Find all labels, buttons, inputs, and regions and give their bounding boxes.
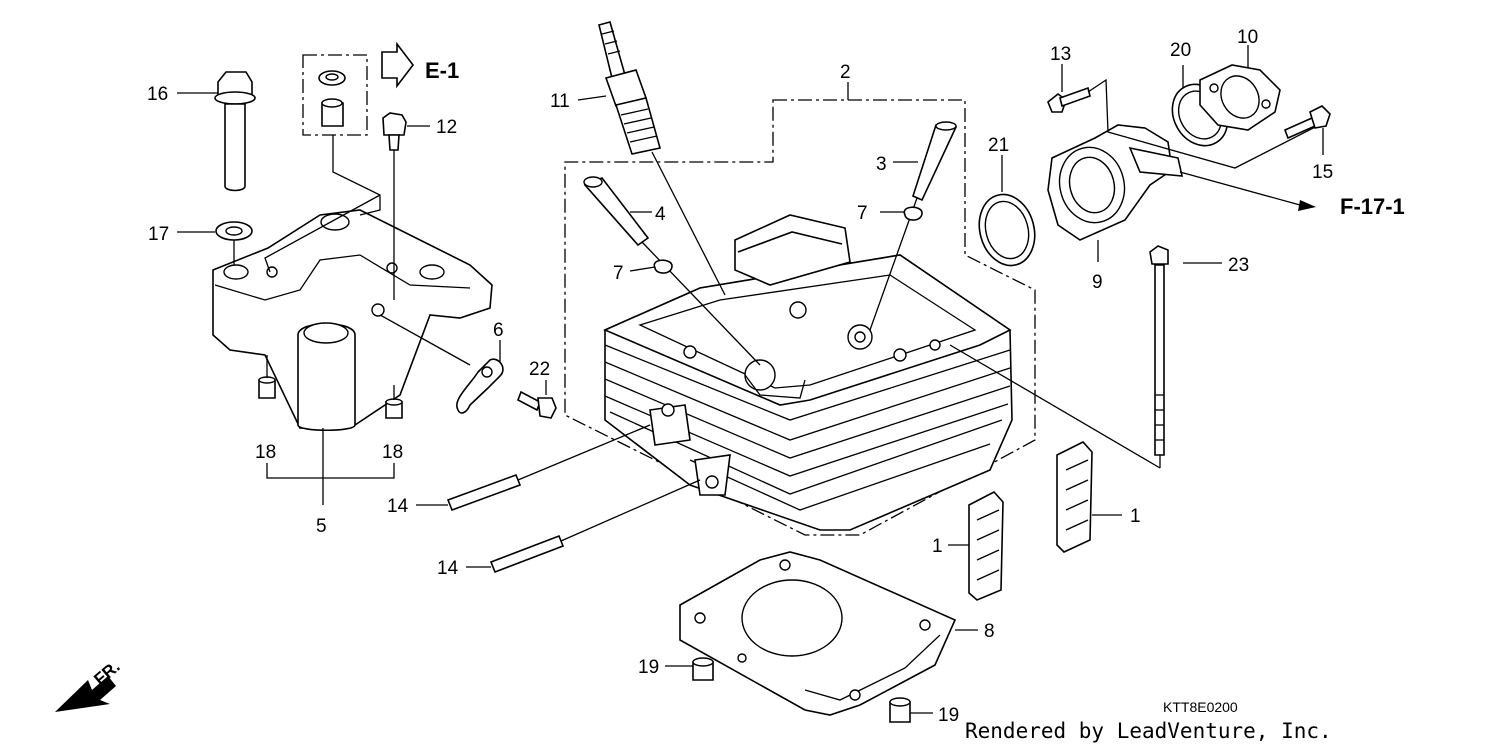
- label-10: 10: [1237, 27, 1258, 48]
- label-4: 4: [655, 204, 666, 225]
- label-17: 17: [148, 224, 169, 245]
- label-3: 3: [876, 154, 887, 175]
- label-14a: 14: [387, 496, 409, 517]
- label-19a: 19: [638, 657, 659, 678]
- fin-damper-1-left[interactable]: [948, 491, 1004, 601]
- dowel-pin-18-right[interactable]: [385, 385, 403, 419]
- direction-label: FR.: [90, 657, 123, 689]
- dowel-pin-19-lower[interactable]: [889, 697, 933, 723]
- label-5: 5: [316, 516, 327, 537]
- label-19b: 19: [938, 705, 959, 726]
- label-12: 12: [436, 117, 457, 138]
- label-9: 9: [1092, 272, 1103, 293]
- head-gasket-8[interactable]: [679, 551, 978, 716]
- e1-detail-box: [264, 54, 381, 273]
- fin-damper-1-right[interactable]: [1056, 441, 1122, 553]
- label-7b: 7: [857, 203, 868, 224]
- reference-e1[interactable]: E-1: [425, 58, 459, 83]
- rocker-arm-holder[interactable]: [212, 209, 493, 431]
- cylinder-head-group-outline: [564, 82, 1036, 536]
- bolt-23[interactable]: [949, 245, 1169, 469]
- cylinder-head[interactable]: [602, 214, 1013, 531]
- label-1a: 1: [1130, 506, 1141, 527]
- label-7a: 7: [613, 263, 624, 284]
- intake-pipe-9[interactable]: [1047, 124, 1184, 262]
- clip-7-right[interactable]: [903, 206, 923, 221]
- label-14b: 14: [437, 558, 459, 579]
- front-direction-arrow: [55, 676, 116, 712]
- label-22: 22: [529, 359, 550, 380]
- bolt-22[interactable]: [517, 380, 557, 419]
- spark-plug[interactable]: [598, 21, 726, 296]
- dowel-pin-19-upper[interactable]: [665, 657, 714, 681]
- label-18a: 18: [255, 442, 276, 463]
- label-2: 2: [840, 62, 851, 83]
- washer-17[interactable]: [215, 221, 253, 265]
- lever-6[interactable]: [456, 340, 504, 414]
- label-leaders: [177, 92, 1222, 568]
- label-6: 6: [493, 320, 504, 341]
- label-23: 23: [1228, 255, 1249, 276]
- insulator-10[interactable]: [1199, 45, 1281, 131]
- bracket-18: [266, 463, 395, 479]
- reference-f171[interactable]: F-17-1: [1340, 194, 1405, 219]
- label-18b: 18: [382, 442, 403, 463]
- diagram-code: KTT8E0200: [1163, 699, 1238, 715]
- bolt-15[interactable]: [1283, 105, 1331, 155]
- label-1b: 1: [932, 536, 943, 557]
- clip-7-left[interactable]: [653, 259, 673, 274]
- stud-bolt-14-lower[interactable]: [489, 479, 701, 574]
- credit-text: Rendered by LeadVenture, Inc.: [965, 719, 1332, 743]
- e1-arrow: [381, 41, 415, 89]
- dowel-pin-18-left[interactable]: [258, 355, 276, 399]
- label-13: 13: [1050, 44, 1071, 65]
- label-20: 20: [1170, 40, 1191, 61]
- label-15: 15: [1312, 162, 1333, 183]
- f171-arrow: [1179, 171, 1316, 211]
- label-8: 8: [984, 621, 995, 642]
- flange-bolt-16[interactable]: [214, 71, 256, 192]
- label-21: 21: [988, 135, 1009, 156]
- label-16: 16: [147, 84, 168, 105]
- o-ring-21[interactable]: [972, 155, 1043, 272]
- bolt-12[interactable]: [382, 112, 407, 300]
- stud-bolt-14-upper[interactable]: [446, 424, 651, 512]
- part-numbers: 1 1 2 3 4 5 6 7 7 8 9 10 11 12 13 14 14 …: [147, 27, 1333, 726]
- bolt-13[interactable]: [1047, 64, 1326, 169]
- label-11: 11: [550, 91, 570, 112]
